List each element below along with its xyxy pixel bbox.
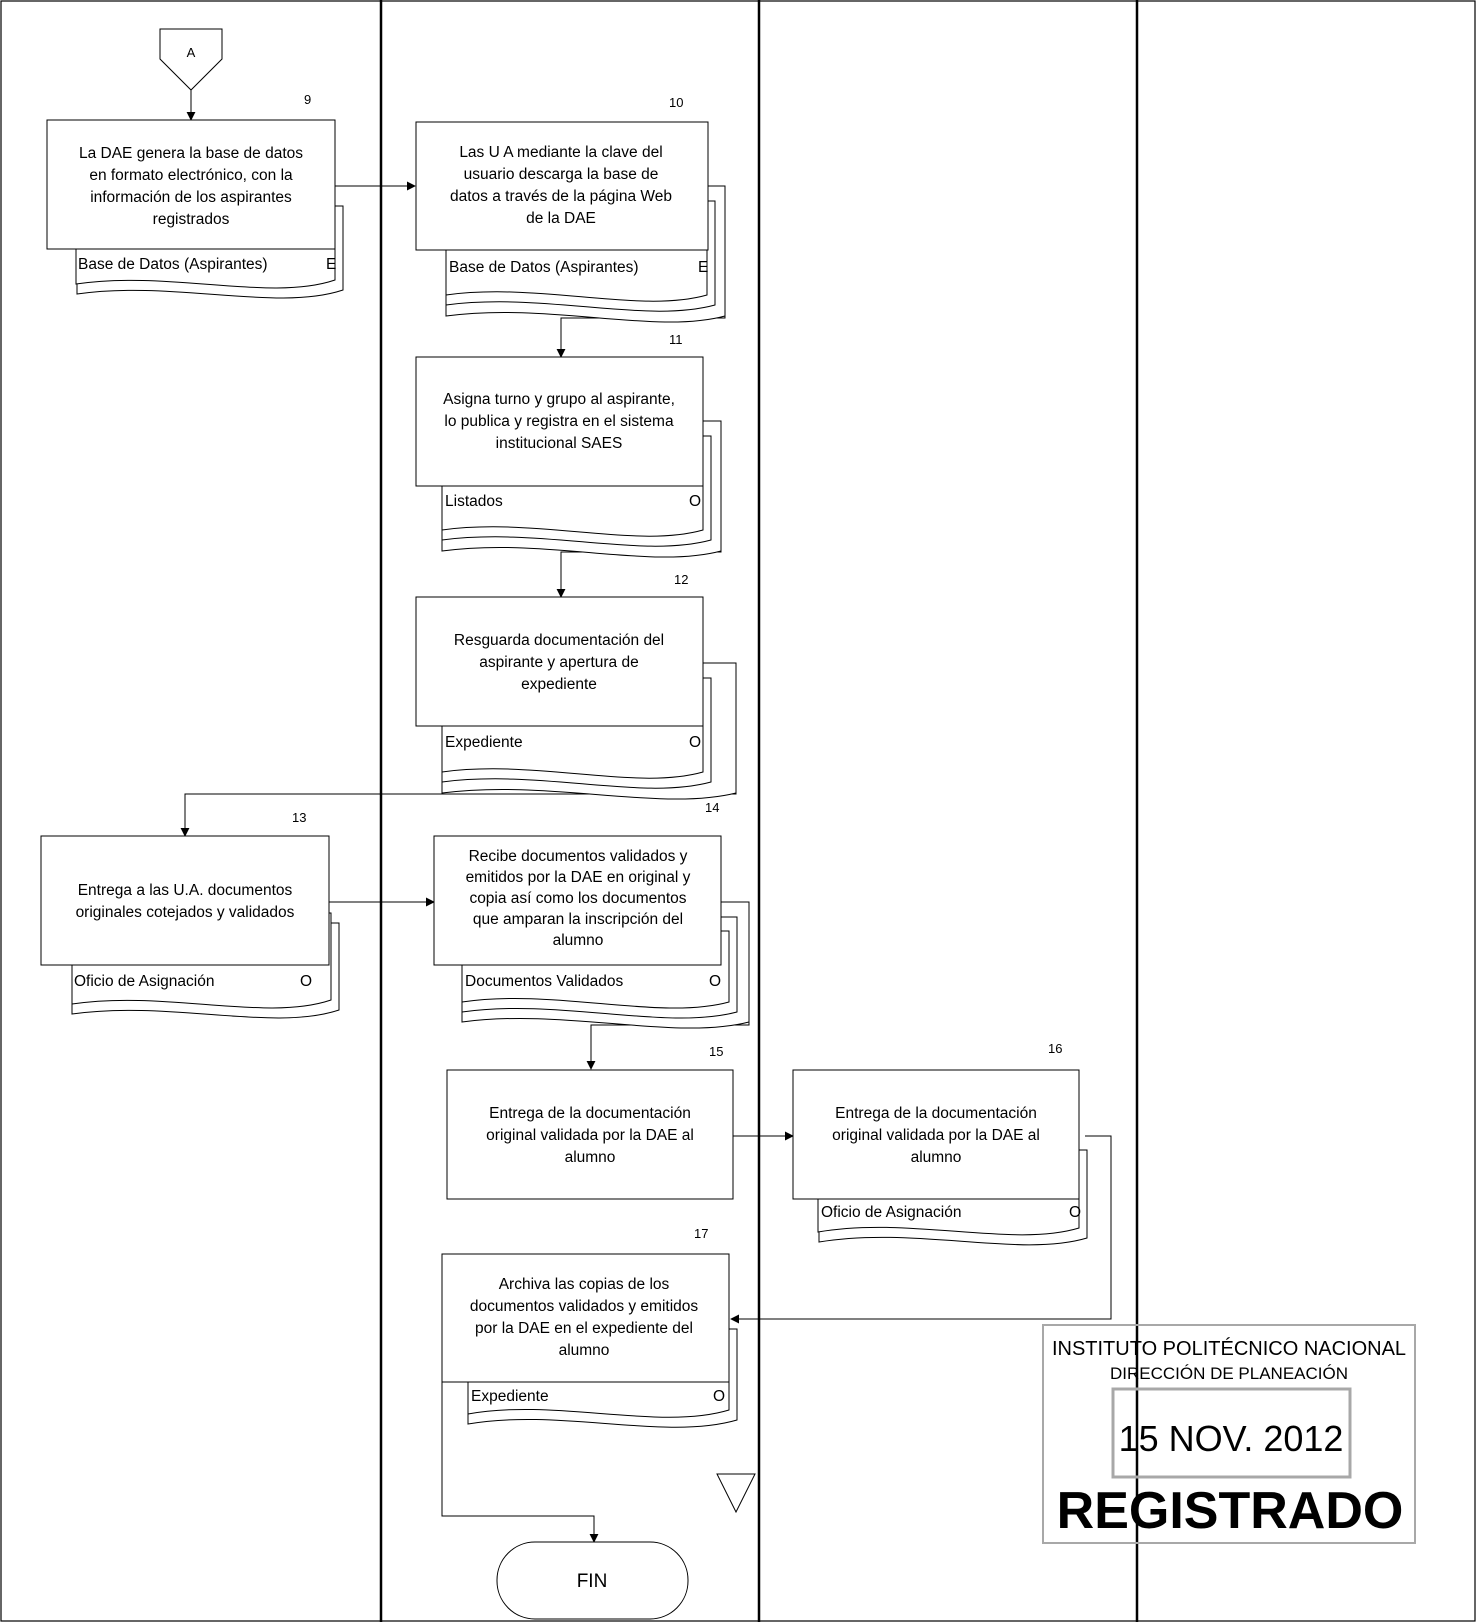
doc-label-16: Oficio de Asignación [821,1204,961,1221]
step-text-14-line1: Recibe documentos validados y [469,848,688,865]
step-text-17-line2: documentos validados y emitidos [470,1298,699,1315]
stamp-line1: INSTITUTO POLITÉCNICO NACIONAL [1052,1337,1406,1360]
step-text-11-line2: lo publica y registra en el sistema [444,413,674,430]
step-text-14-line2: emitidos por la DAE en original y [466,869,691,886]
process-box-17: 17 Archiva las copias de los documentos … [441,1226,730,1383]
process-box-13: 13 Entrega a las U.A. documentos origina… [40,810,330,966]
step-text-17-line3: por la DAE en el expediente del [475,1320,693,1337]
step-text-17-line4: alumno [559,1342,610,1359]
doc-label-9: Base de Datos (Aspirantes) [78,256,268,273]
process-box-16: 16 Entrega de la documentación original … [792,1041,1080,1200]
doc-code-17: O [713,1388,725,1405]
step-text-16-line1: Entrega de la documentación [835,1105,1037,1122]
stamp-line2: DIRECCIÓN DE PLANEACIÓN [1110,1364,1348,1383]
connector-a: A [159,28,223,91]
doc-label-13: Oficio de Asignación [74,973,214,990]
step-text-11-line3: institucional SAES [496,435,623,452]
registration-stamp: INSTITUTO POLITÉCNICO NACIONAL DIRECCIÓN… [1042,1324,1416,1544]
doc-code-16: O [1069,1204,1081,1221]
step-text-15-line2: original validada por la DAE al [486,1127,694,1144]
step-number-15: 15 [709,1044,723,1059]
arrow-17-to-fin [441,1382,599,1543]
step-number-11: 11 [669,332,683,347]
step-text-10-line4: de la DAE [526,210,596,227]
doc-code-13: O [300,973,312,990]
step-text-16-line3: alumno [911,1149,962,1166]
stamp-status: REGISTRADO [1057,1482,1404,1540]
step-text-9-line1: La DAE genera la base de datos [79,145,303,162]
step-text-10-line2: usuario descarga la base de [464,166,659,183]
process-box-10: 10 Las U A mediante la clave del usuario… [415,95,709,251]
step-text-17-line1: Archiva las copias de los [499,1276,670,1293]
step-number-9: 9 [304,92,311,107]
step-number-16: 16 [1048,1041,1062,1056]
doc-label-17: Expediente [471,1388,549,1405]
step-text-14-line5: alumno [553,932,604,949]
process-box-15: 15 Entrega de la documentación original … [446,1044,734,1200]
step-text-12-line2: aspirante y apertura de [479,654,638,671]
step-text-10-line1: Las U A mediante la clave del [459,144,662,161]
process-box-11: 11 Asigna turno y grupo al aspirante, lo… [415,332,704,487]
process-box-9: 9 La DAE genera la base de datos en form… [46,92,336,250]
step-text-15-line1: Entrega de la documentación [489,1105,691,1122]
step-number-13: 13 [292,810,306,825]
step-text-14-line4: que amparan la inscripción del [473,911,683,928]
doc-code-14: O [709,973,721,990]
doc-label-12: Expediente [445,734,523,751]
step-text-10-line3: datos a través de la página Web [450,188,672,205]
doc-label-14: Documentos Validados [465,973,623,990]
step-text-11-line1: Asigna turno y grupo al aspirante, [443,391,675,408]
step-text-9-line2: en formato electrónico, con la [89,167,293,184]
archive-triangle [716,1473,756,1514]
process-box-14: 14 Recibe documentos validados y emitido… [433,800,722,966]
step-text-12-line1: Resguarda documentación del [454,632,664,649]
doc-code-12: O [689,734,701,751]
process-box-12: 12 Resguarda documentación del aspirante… [415,572,704,727]
doc-code-10: E [698,259,708,276]
doc-label-10: Base de Datos (Aspirantes) [449,259,639,276]
terminator-label: FIN [577,1571,608,1592]
arrow-16-to-17 [730,1135,1112,1324]
step-text-15-line3: alumno [565,1149,616,1166]
connector-a-label: A [187,45,196,60]
step-text-12-line3: expediente [521,676,597,693]
doc-label-11: Listados [445,493,503,510]
step-text-13-line2: originales cotejados y validados [76,904,295,921]
doc-code-11: O [689,493,701,510]
doc-code-9: E [326,256,336,273]
step-number-12: 12 [674,572,688,587]
step-number-10: 10 [669,95,683,110]
step-number-14: 14 [705,800,719,815]
step-text-14-line3: copia así como los documentos [469,890,686,907]
step-number-17: 17 [694,1226,708,1241]
step-text-9-line4: registrados [153,211,230,228]
step-text-9-line3: información de los aspirantes [90,189,292,206]
terminator-fin: FIN [496,1541,689,1620]
step-text-16-line2: original validada por la DAE al [832,1127,1040,1144]
step-text-13-line1: Entrega a las U.A. documentos [78,882,293,899]
stamp-date: 15 NOV. 2012 [1119,1418,1344,1459]
